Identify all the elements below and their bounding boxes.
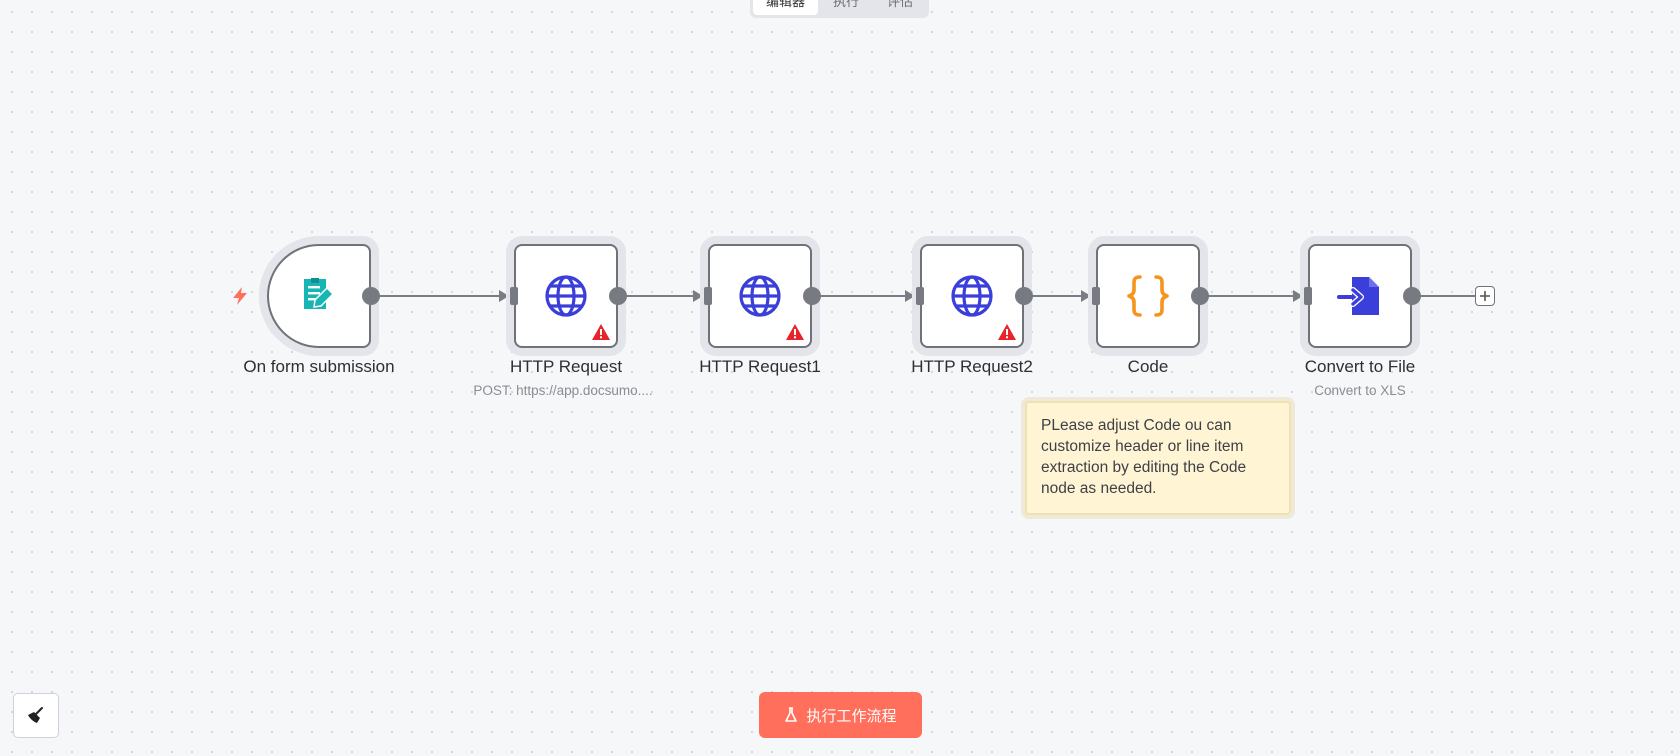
node-http-request[interactable] bbox=[510, 244, 627, 348]
node-label: HTTP Request2 bbox=[911, 357, 1033, 376]
node-form-trigger[interactable] bbox=[267, 244, 380, 348]
clean-canvas-button[interactable] bbox=[13, 693, 59, 738]
node-label: Convert to File bbox=[1304, 357, 1416, 376]
execute-workflow-label: 执行工作流程 bbox=[806, 707, 897, 725]
input-port[interactable] bbox=[704, 287, 712, 305]
arrow-head bbox=[1081, 290, 1091, 302]
plus-icon bbox=[1480, 291, 1490, 301]
tab-evaluations[interactable]: 评估 bbox=[887, 0, 914, 9]
tab-executions[interactable]: 执行 bbox=[833, 0, 860, 9]
warning-icon[interactable] bbox=[592, 324, 610, 340]
view-tabs: 编辑器 执行 评估 bbox=[750, 0, 930, 18]
input-port[interactable] bbox=[1304, 287, 1312, 305]
warning-icon[interactable] bbox=[786, 324, 804, 340]
output-port[interactable] bbox=[1191, 287, 1209, 305]
trigger-bolt-icon bbox=[233, 287, 247, 305]
output-port[interactable] bbox=[1015, 287, 1033, 305]
node-label: HTTP Request1 bbox=[699, 357, 821, 376]
node-subtitle: Convert to XLS bbox=[1314, 383, 1406, 398]
node-label: Code bbox=[1127, 357, 1169, 376]
input-port[interactable] bbox=[510, 287, 518, 305]
output-port[interactable] bbox=[1403, 287, 1421, 305]
node-label: On form submission bbox=[243, 357, 395, 376]
node-code[interactable] bbox=[1092, 244, 1209, 348]
execute-workflow-button[interactable]: 执行工作流程 bbox=[759, 692, 922, 738]
node-convert-to-file[interactable] bbox=[1304, 244, 1421, 348]
globe-icon bbox=[951, 275, 993, 317]
node-http-request2[interactable] bbox=[916, 244, 1033, 348]
form-icon bbox=[304, 278, 335, 309]
sticky-note[interactable]: PLease adjust Code ou can customize head… bbox=[1025, 401, 1291, 515]
warning-icon[interactable] bbox=[998, 324, 1016, 340]
arrow-head bbox=[905, 290, 915, 302]
input-port[interactable] bbox=[1092, 287, 1100, 305]
add-node-button[interactable] bbox=[1475, 286, 1495, 306]
output-port[interactable] bbox=[609, 287, 627, 305]
broom-icon bbox=[28, 706, 43, 723]
output-port[interactable] bbox=[803, 287, 821, 305]
code-braces-icon bbox=[1127, 275, 1169, 317]
flask-icon bbox=[785, 707, 798, 722]
tab-editor[interactable]: 编辑器 bbox=[753, 0, 819, 15]
globe-icon bbox=[545, 275, 587, 317]
input-port[interactable] bbox=[916, 287, 924, 305]
arrow-head bbox=[499, 290, 509, 302]
arrow-head bbox=[1293, 290, 1303, 302]
globe-icon bbox=[739, 275, 781, 317]
node-subtitle: POST: https://app.docsumo.... bbox=[473, 383, 653, 398]
output-port[interactable] bbox=[362, 287, 380, 305]
node-http-request1[interactable] bbox=[704, 244, 821, 348]
node-label: HTTP Request bbox=[509, 357, 623, 376]
file-import-icon bbox=[1337, 277, 1379, 315]
arrow-head bbox=[693, 290, 703, 302]
